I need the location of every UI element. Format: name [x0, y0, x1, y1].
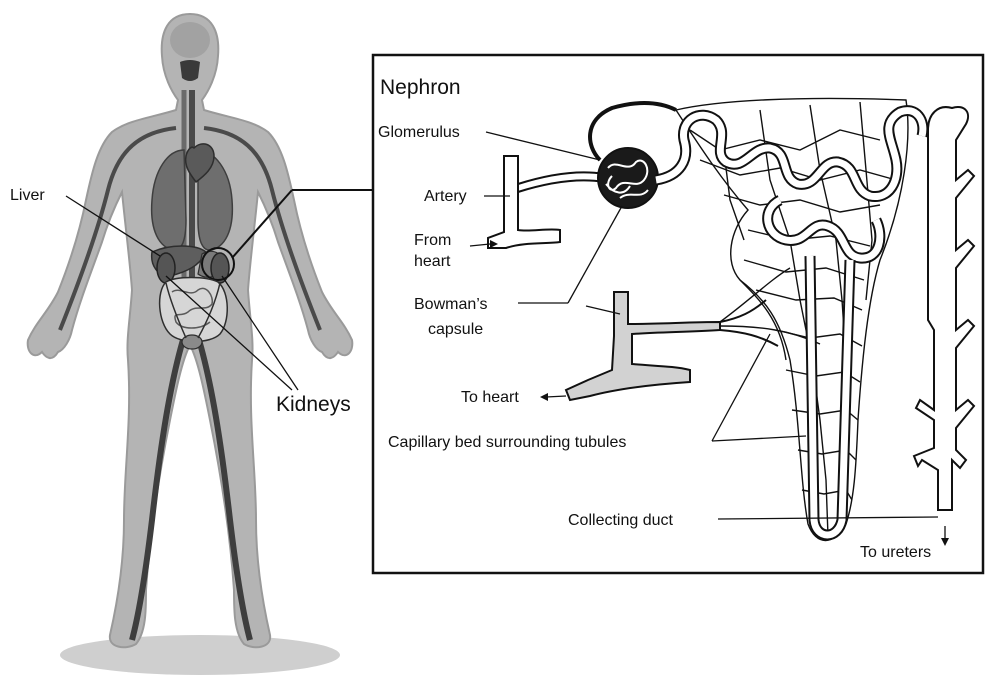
glomerulus-structure	[598, 148, 658, 208]
left-kidney	[157, 253, 175, 283]
to-heart-label: To heart	[461, 389, 519, 406]
to-ureters-label: To ureters	[860, 544, 931, 561]
from-heart-label-line1: From	[414, 232, 451, 249]
capillary-bed-label: Capillary bed surrounding tubules	[388, 434, 626, 451]
nephron-title: Nephron	[380, 76, 461, 99]
mouth-cavity	[180, 60, 200, 81]
floor-shadow	[60, 635, 340, 675]
glomerulus-label: Glomerulus	[378, 124, 460, 141]
bowmans-capsule-label-line2: capsule	[428, 321, 483, 338]
collecting-duct-label: Collecting duct	[568, 512, 674, 529]
bowmans-capsule-label-line1: Bowman’s	[414, 296, 488, 313]
artery-label: Artery	[424, 188, 467, 205]
from-heart-label-line2: heart	[414, 253, 451, 270]
liver-label: Liver	[10, 187, 45, 204]
brain	[170, 22, 210, 58]
human-body-figure	[28, 14, 353, 675]
kidneys-label: Kidneys	[276, 393, 351, 416]
